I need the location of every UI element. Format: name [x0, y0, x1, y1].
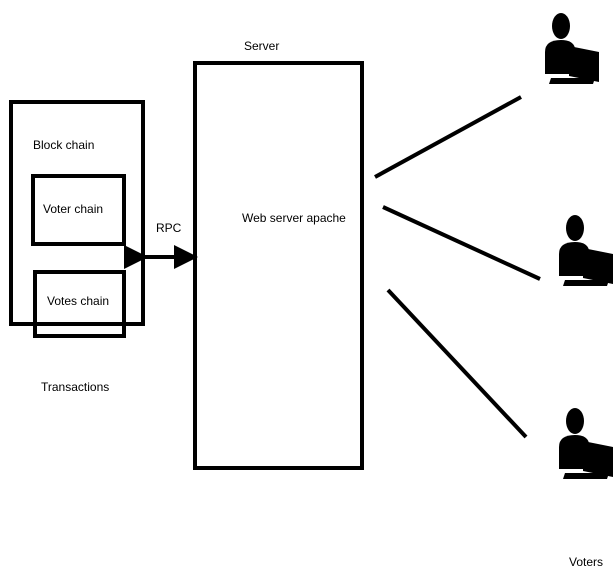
voter-icon-1: [545, 13, 599, 84]
voter-icon-2: [559, 215, 613, 286]
voter-icon-3: [559, 408, 613, 479]
voter-chain-label: Voter chain: [43, 202, 103, 216]
transactions-label: Transactions: [41, 380, 109, 394]
voters-label: Voters: [569, 555, 603, 569]
voter-chain-box: [31, 174, 126, 246]
votes-chain-label: Votes chain: [47, 294, 109, 308]
rpc-label: RPC: [156, 221, 182, 235]
web-server-box: [193, 61, 364, 470]
web-server-label: Web server apache: [242, 211, 346, 225]
server-label: Server: [244, 39, 279, 53]
connection-line-3: [386, 288, 528, 439]
connection-line-1: [374, 95, 522, 179]
blockchain-label: Block chain: [33, 138, 94, 152]
connection-line-2: [382, 205, 541, 281]
blockchain-box: [9, 100, 145, 326]
votes-chain-box: [33, 270, 126, 338]
